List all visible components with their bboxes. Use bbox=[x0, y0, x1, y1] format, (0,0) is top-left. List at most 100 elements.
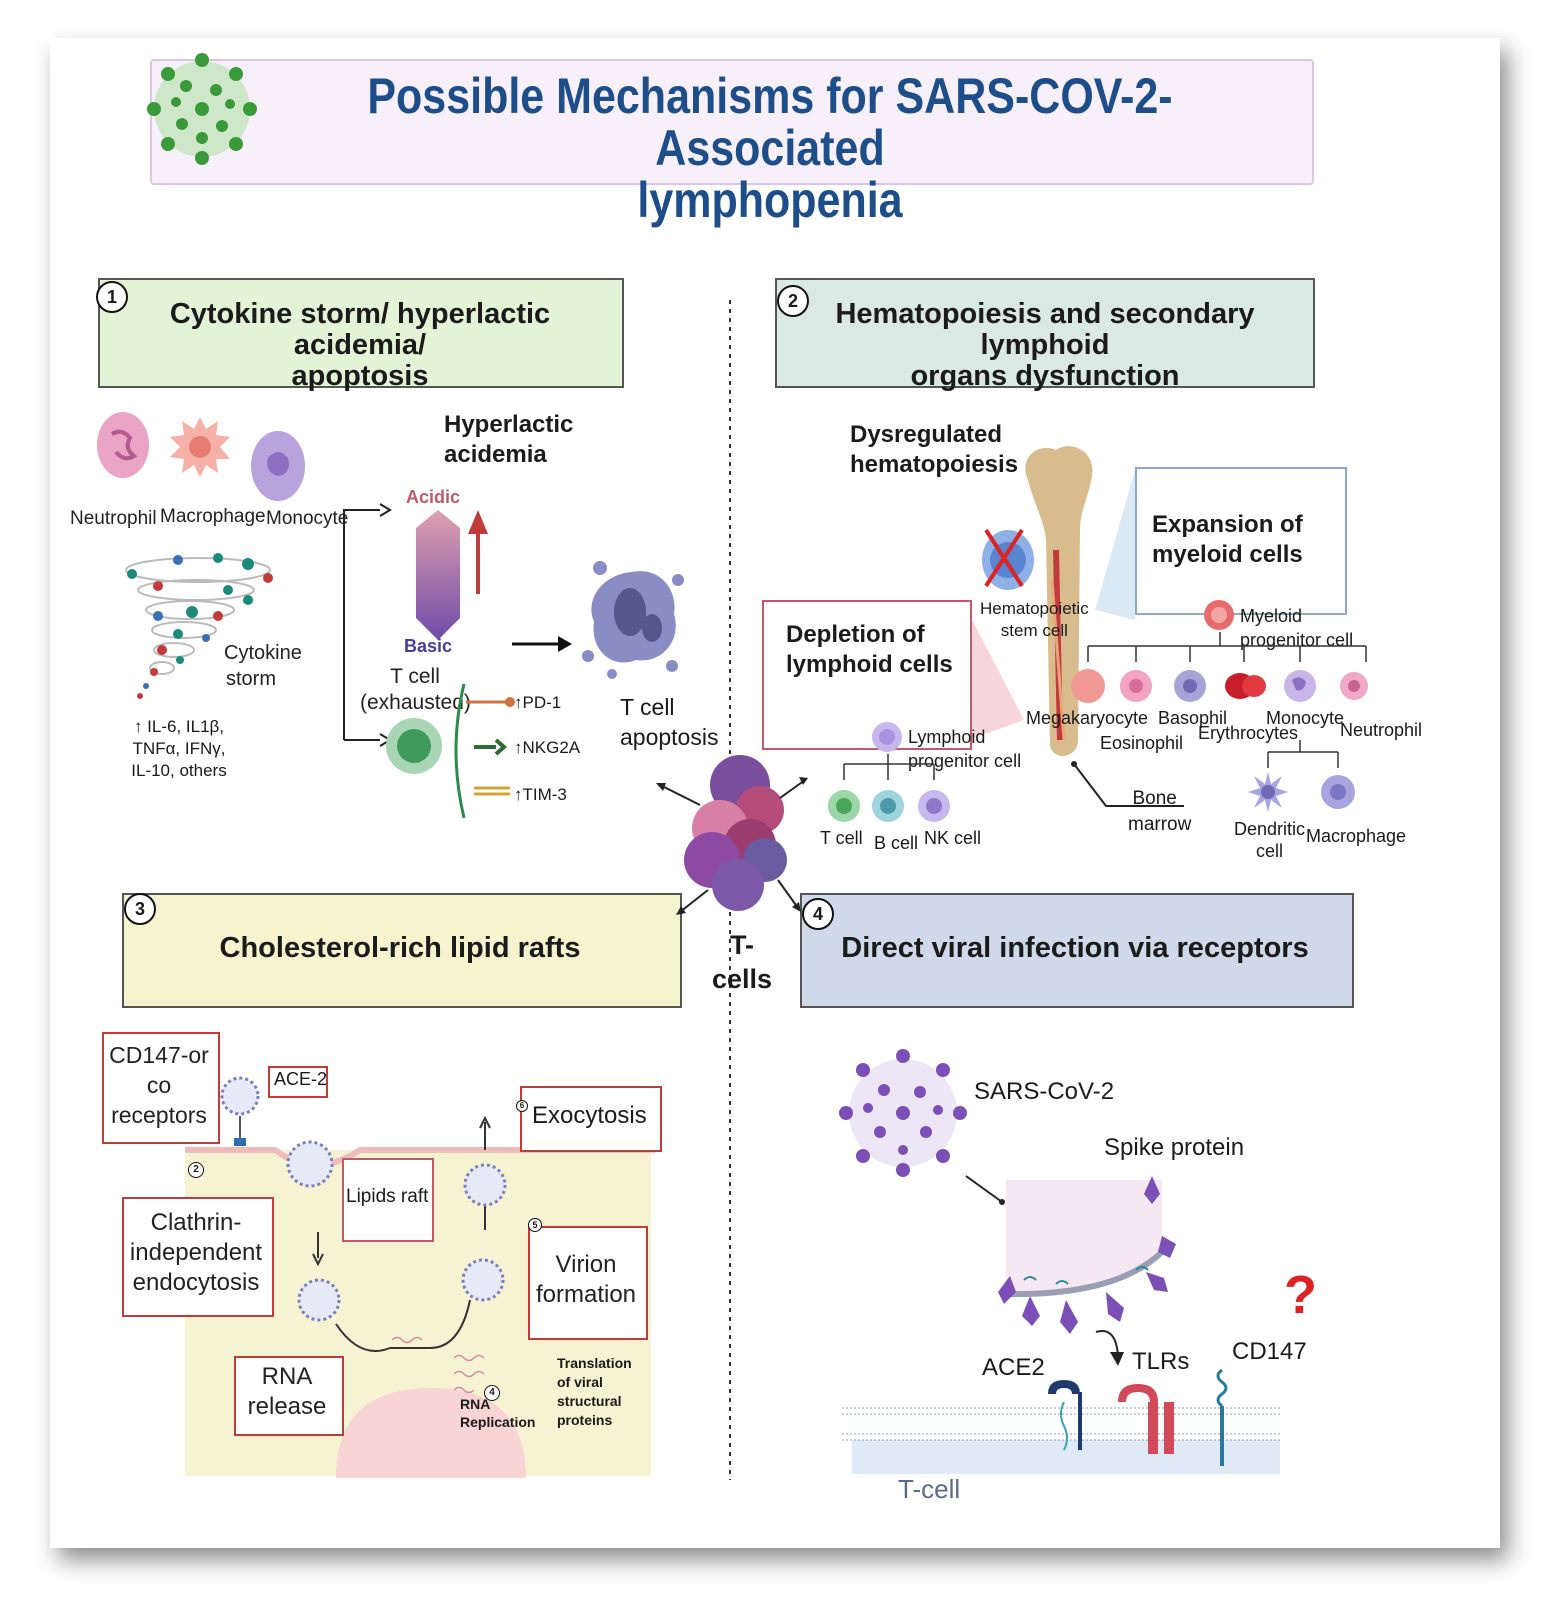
step-2-marker: 2 bbox=[188, 1162, 204, 1178]
macrophage-icon bbox=[170, 417, 230, 477]
lipids-raft-box bbox=[342, 1158, 434, 1242]
branch-arrows bbox=[343, 503, 392, 747]
lymphoid-progenitor-icon bbox=[872, 722, 902, 752]
question-mark: ? bbox=[1284, 1265, 1317, 1325]
clathrin-box bbox=[122, 1197, 274, 1317]
rna-strands bbox=[391, 1336, 485, 1394]
ace2-label: ACE-2 bbox=[274, 1069, 328, 1089]
virus-membrane-zoom bbox=[965, 1175, 1176, 1366]
section-1-header bbox=[98, 278, 624, 388]
b-cell-label: B cell bbox=[874, 833, 919, 853]
neutrophil-label: Neutrophil bbox=[70, 508, 157, 529]
endocytosed-virus-icon bbox=[297, 1278, 341, 1322]
section-3-number: 3 bbox=[124, 893, 156, 925]
monocyte-icon bbox=[251, 431, 305, 501]
exocytosis-label: Exocytosis bbox=[532, 1102, 647, 1129]
section-3-title: Cholesterol-rich lipid rafts bbox=[219, 932, 581, 964]
neutrophil-2-label: Neutrophil bbox=[1340, 720, 1423, 740]
apoptotic-cell-icon bbox=[582, 561, 684, 679]
myeloid-cells-icon bbox=[1071, 669, 1368, 703]
t-cell-cluster-icon bbox=[656, 755, 808, 915]
apoptosis-arrow bbox=[512, 636, 572, 652]
t-cell-exhausted-label: T cell(exhausted) bbox=[360, 665, 471, 714]
virion-box bbox=[528, 1226, 648, 1340]
tlrs-label: TLRs bbox=[1132, 1348, 1190, 1375]
neutrophil-icon bbox=[97, 412, 149, 478]
basophil-label: Basophil bbox=[1158, 708, 1228, 728]
cytokine-list: ↑ IL-6, IL1β,TNFα, IFNγ,IL-10, others bbox=[131, 717, 227, 780]
tim3-label: ↑TIM-3 bbox=[514, 785, 567, 804]
ph-scale-icon bbox=[416, 510, 488, 640]
exhausted-t-cell-icon bbox=[386, 683, 515, 819]
megakaryocyte-label: Megakaryocyte bbox=[1026, 708, 1149, 728]
macrophage-2-label: Macrophage bbox=[1306, 826, 1407, 846]
section-3-header bbox=[122, 893, 682, 1008]
section-4-number: 4 bbox=[802, 898, 834, 930]
basic-label: Basic bbox=[404, 636, 453, 656]
pd1-label: ↑PD-1 bbox=[514, 693, 562, 712]
cd147-box bbox=[102, 1032, 220, 1144]
expansion-box bbox=[1135, 467, 1347, 615]
bone-marrow-pointer bbox=[1071, 761, 1184, 807]
ace2-receptor-label: ACE2 bbox=[982, 1354, 1045, 1381]
lipids-raft-label: Lipids raft bbox=[346, 1186, 429, 1207]
depletion-box bbox=[762, 600, 972, 750]
lymphoid-tree bbox=[843, 754, 935, 780]
step-5-marker: 5 bbox=[528, 1218, 542, 1232]
hsc-icon bbox=[982, 528, 1034, 590]
step-6-marker: 6 bbox=[516, 1100, 528, 1112]
section-2-number: 2 bbox=[777, 285, 809, 317]
eosinophil-label: Eosinophil bbox=[1100, 733, 1184, 753]
dendritic-cell-icon bbox=[1248, 772, 1288, 812]
nucleus-shape bbox=[336, 1388, 526, 1478]
section-1-number: 1 bbox=[96, 281, 128, 313]
center-label: T-cells bbox=[712, 930, 773, 994]
cd147-receptor-label: CD147 bbox=[1232, 1338, 1307, 1365]
assembled-virus-icon bbox=[461, 1258, 505, 1302]
myeloid-progenitor-icon bbox=[1204, 600, 1234, 630]
rna-release-box bbox=[234, 1356, 344, 1436]
virus-entry-icon bbox=[220, 1076, 260, 1146]
virus-logo-icon bbox=[147, 53, 257, 165]
t-cell-label: T cell bbox=[820, 828, 863, 848]
section-4-header bbox=[800, 893, 1354, 1008]
exocytosis-box bbox=[520, 1086, 662, 1152]
released-virus-icon bbox=[463, 1163, 507, 1207]
depletion-callout-pointer bbox=[964, 604, 1024, 740]
section-4-title: Direct viral infection via receptors bbox=[841, 932, 1309, 964]
lipid-raft-virus-icon bbox=[286, 1140, 334, 1188]
ace2-box bbox=[268, 1066, 328, 1098]
lymphoid-cells-icon bbox=[828, 790, 950, 822]
macrophage-label: Macrophage bbox=[160, 506, 266, 527]
monocyte-2-label: Monocyte bbox=[1266, 708, 1345, 728]
cytokine-storm-icon bbox=[125, 553, 273, 699]
t-cell-membrane-label: T-cell bbox=[898, 1474, 961, 1504]
nk-cell-label: NK cell bbox=[924, 828, 982, 848]
t-cell-membrane bbox=[842, 1368, 1282, 1474]
page-title: Possible Mechanisms for SARS-COV-2-Assoc… bbox=[367, 68, 1173, 228]
erythrocytes-label: Erythrocytes bbox=[1198, 723, 1299, 743]
myeloid-tree bbox=[1087, 632, 1367, 662]
spike-protein-label: Spike protein bbox=[1104, 1134, 1245, 1161]
acidic-label: Acidic bbox=[406, 487, 461, 507]
section-1-title: Cytokine storm/ hyperlactic acidemia/apo… bbox=[169, 298, 551, 392]
vertical-divider bbox=[729, 300, 731, 1480]
expansion-callout-pointer bbox=[1095, 470, 1135, 620]
macrophage-2-icon bbox=[1321, 775, 1355, 809]
